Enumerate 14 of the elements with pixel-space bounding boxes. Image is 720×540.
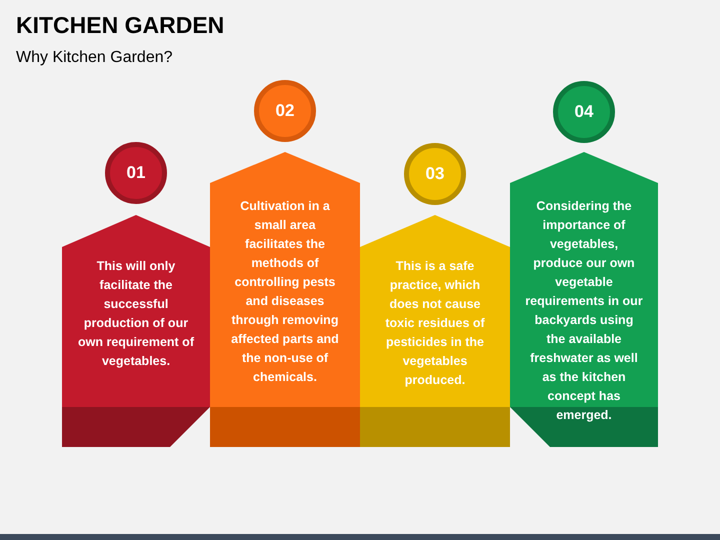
- description-text: Cultivation in a small area facilitates the methods of controlling pests and diseases through removing affected parts and the non-use of chemicals.: [230, 198, 340, 386]
- pentagon-column: [62, 142, 210, 447]
- number-badge: 04: [553, 81, 615, 143]
- slide-title: KITCHEN GARDEN: [16, 12, 224, 39]
- number-badge: 02: [254, 80, 316, 142]
- number-badge: 03: [404, 143, 466, 205]
- description-text: This is a safe practice, which does not cause toxic residues of pesticides in the vegetables produced.: [384, 258, 486, 389]
- slide-subtitle: Why Kitchen Garden?: [16, 49, 173, 67]
- pentagon-column: [210, 80, 360, 447]
- description-text: Considering the importance of vegetables, produce our own vegetable requirements in our backyards using the available freshwater as well as the kitchen concept has emerged.: [524, 198, 644, 424]
- pentagon-column: [510, 81, 658, 447]
- number-badge: 01: [105, 142, 167, 204]
- pentagon-column: [360, 143, 510, 447]
- description-text: This will only facilitate the successful production of our own requirement of vegetables.: [77, 258, 195, 370]
